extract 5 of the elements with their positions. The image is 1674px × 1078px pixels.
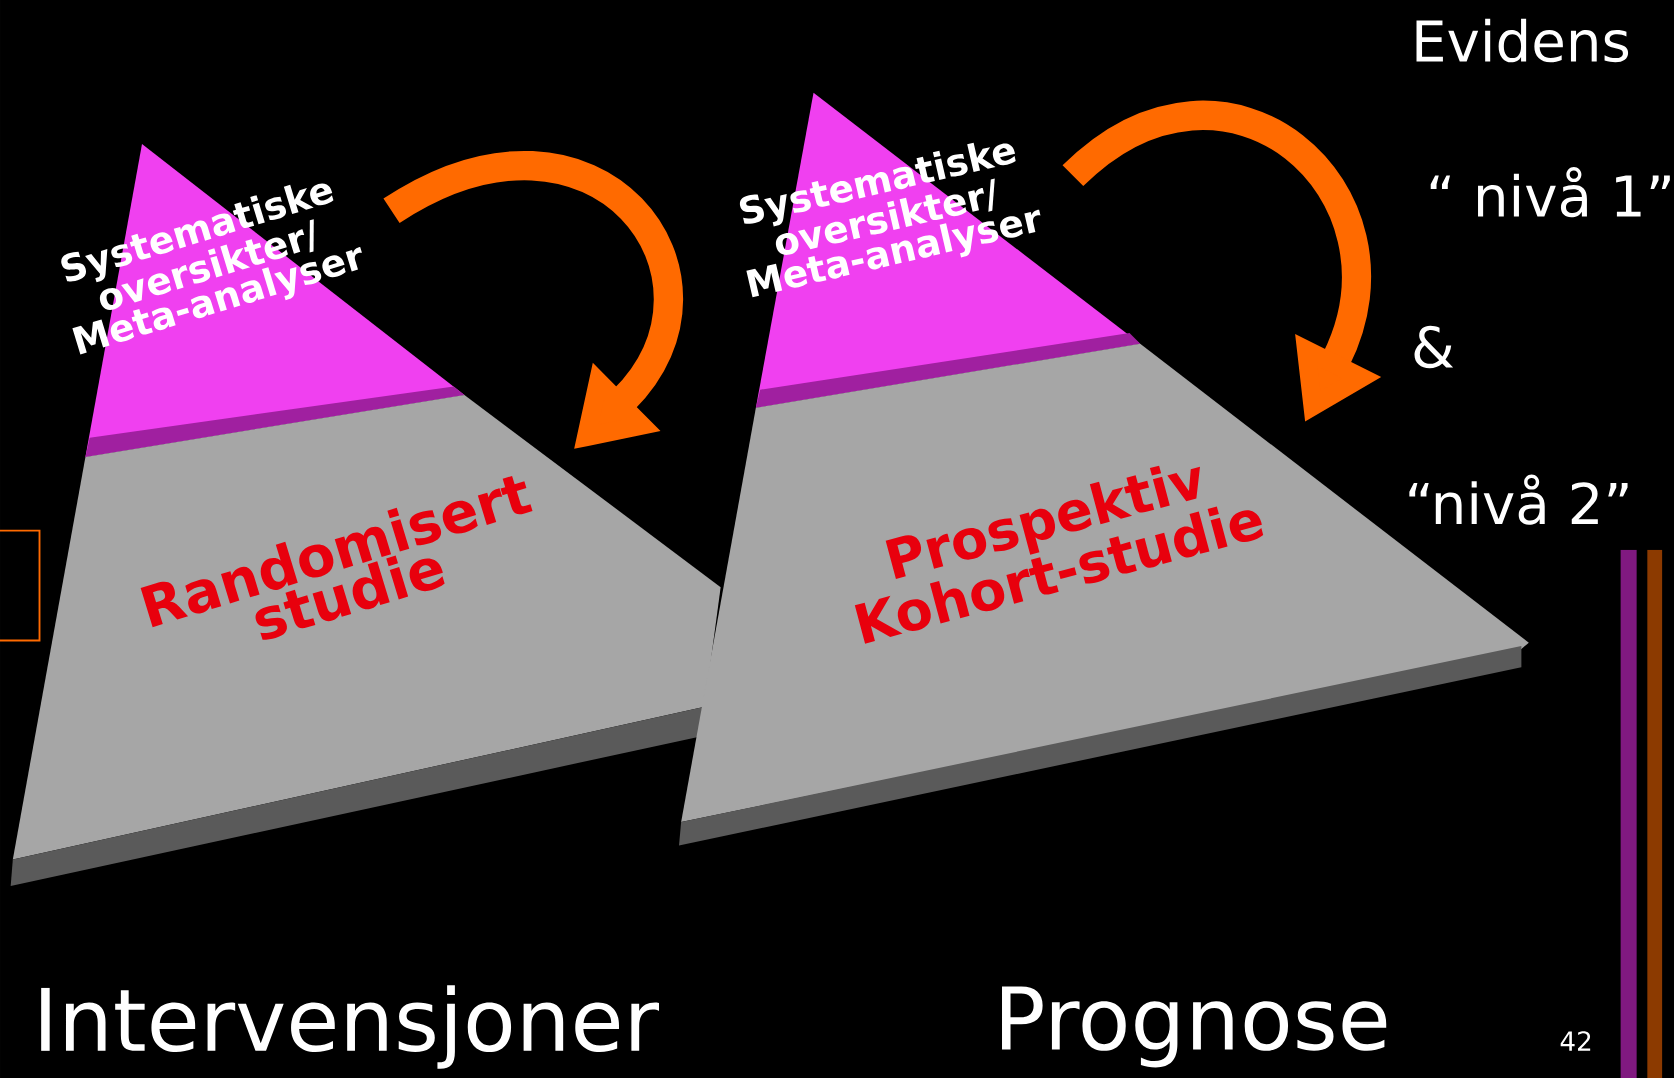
label-text: “ nivå 1” — [1430, 166, 1670, 218]
label-text: Prognose — [1002, 986, 1387, 1068]
label-text: Intervensjoner — [41, 985, 660, 1069]
label-text: Evidens — [1416, 18, 1629, 63]
label-text: 42 — [1560, 1031, 1591, 1051]
